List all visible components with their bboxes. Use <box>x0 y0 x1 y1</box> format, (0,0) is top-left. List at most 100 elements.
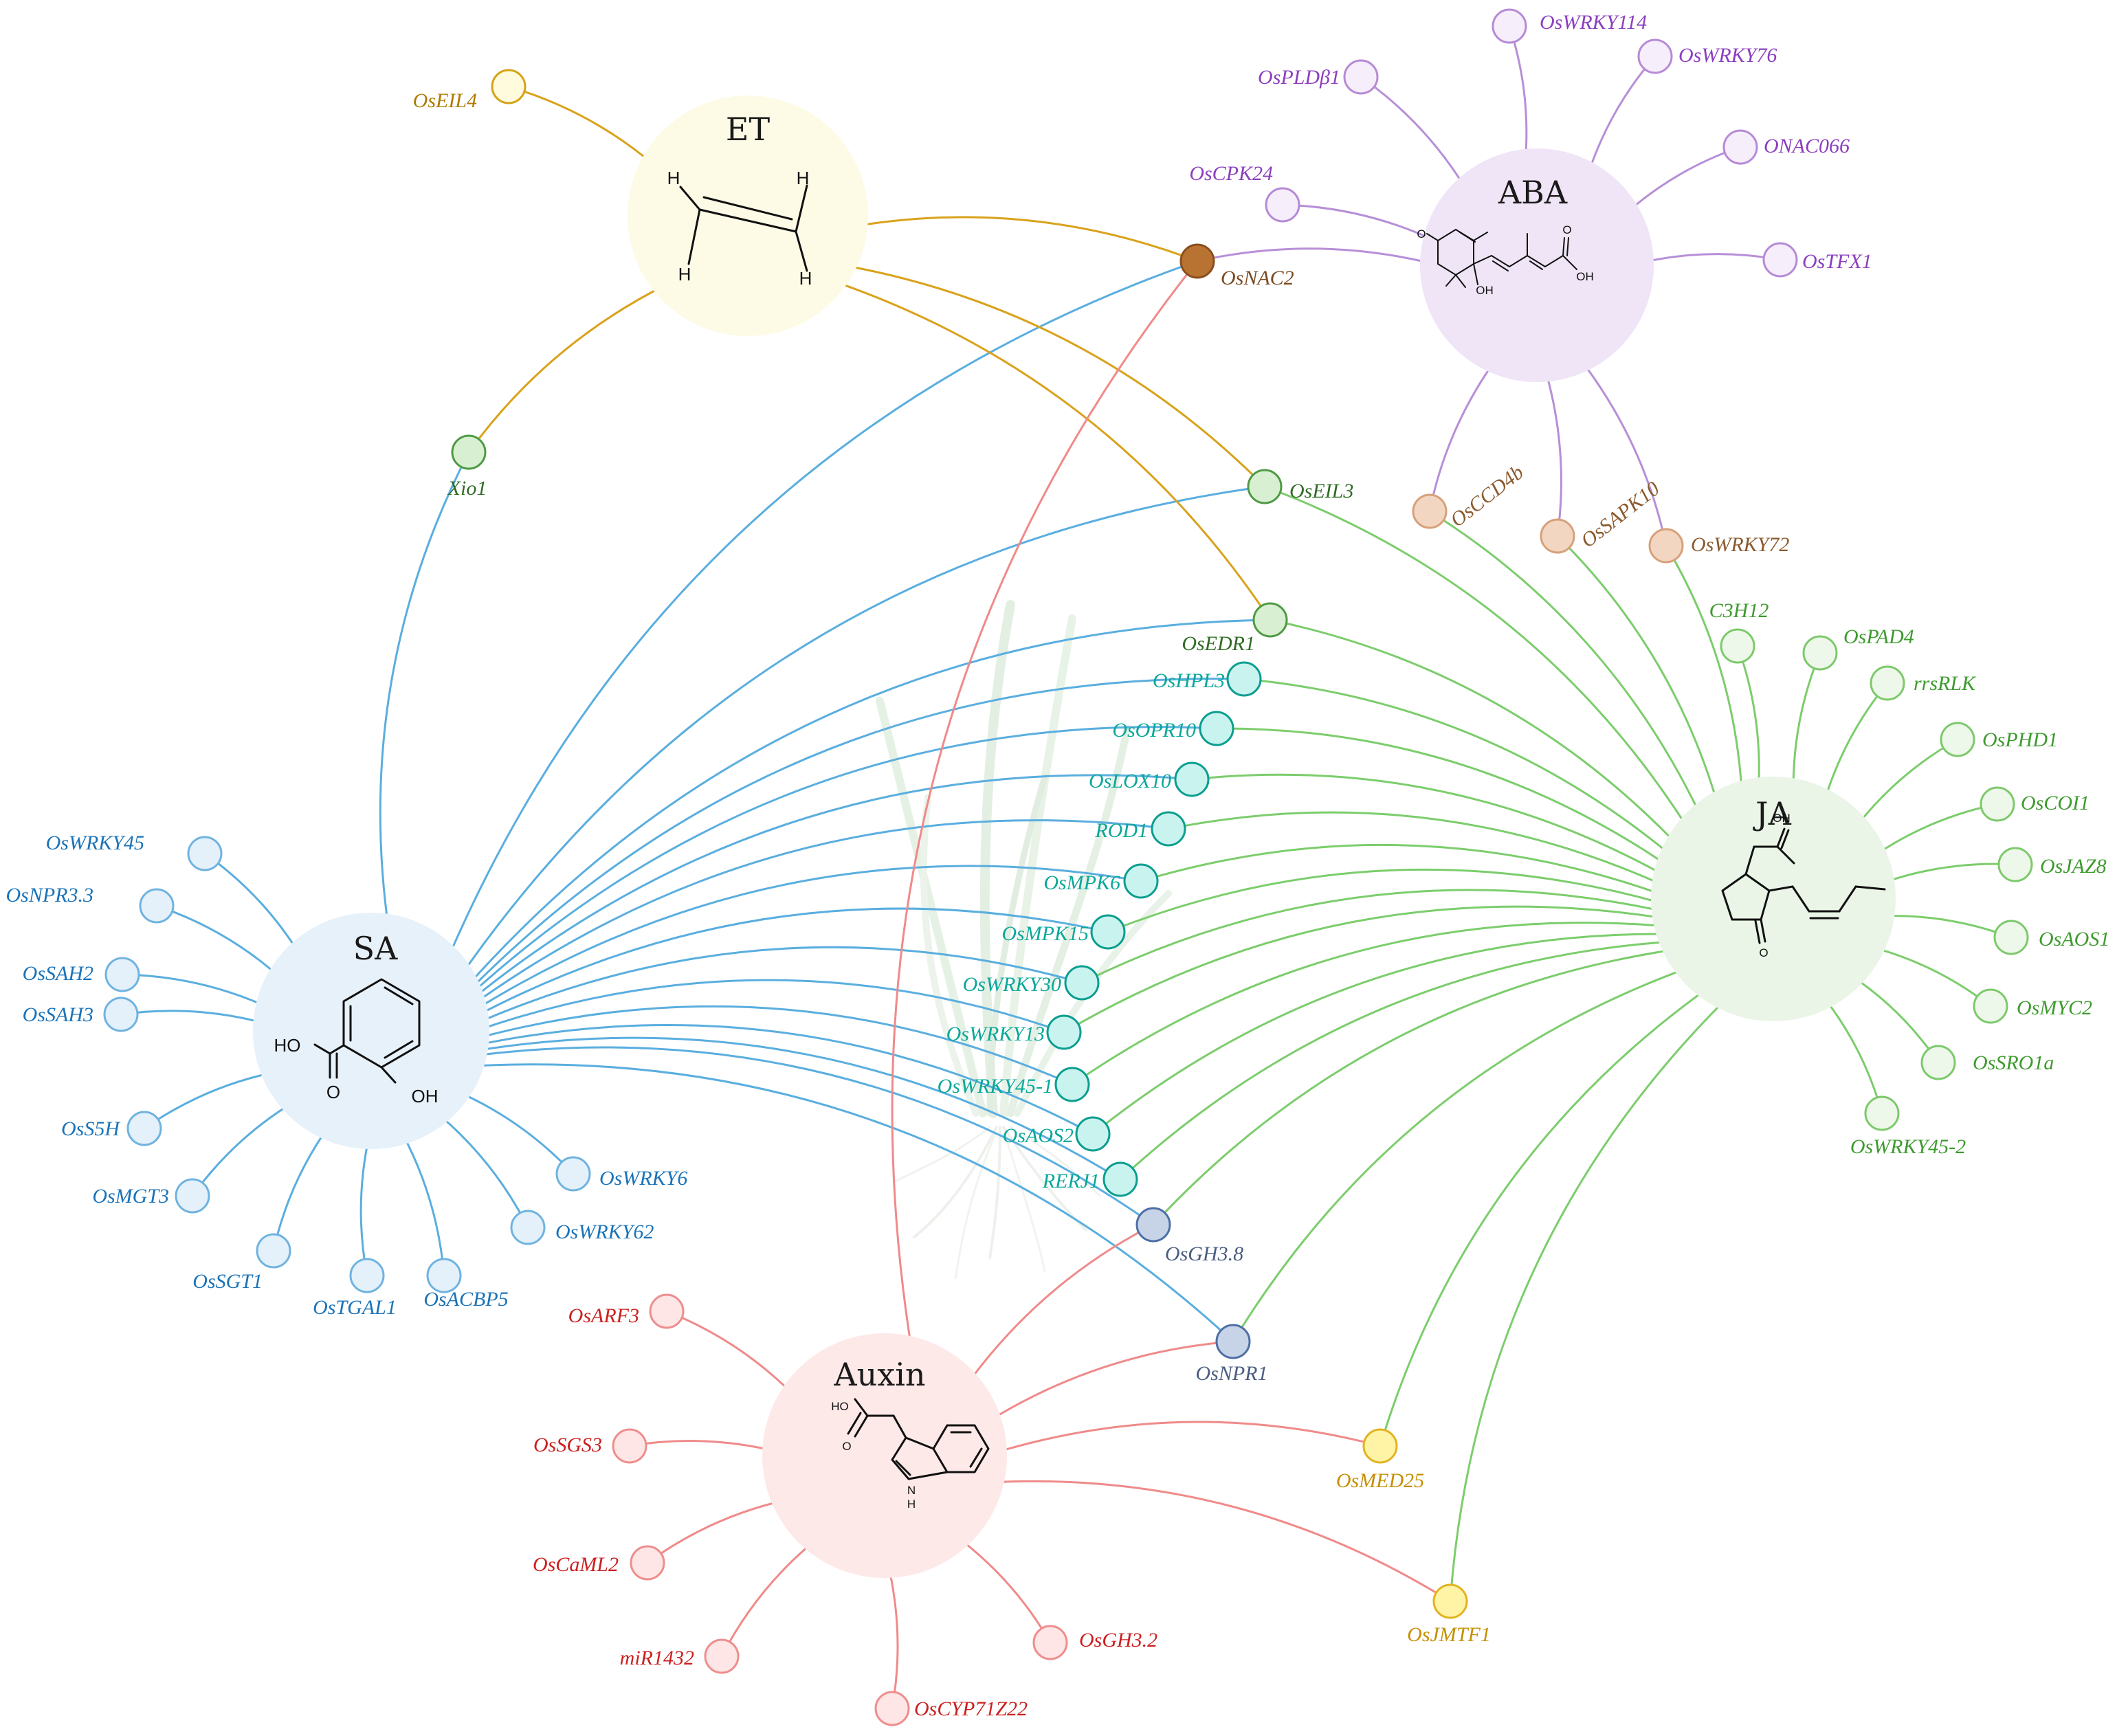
gene-node-osedr1[interactable]: OsEDR1 <box>1182 602 1288 655</box>
gene-node-circle[interactable] <box>1046 1014 1082 1050</box>
gene-node-osmpk6[interactable]: OsMPK6 <box>1043 863 1159 899</box>
gene-node-circle[interactable] <box>1362 1428 1398 1464</box>
gene-node-circle[interactable] <box>451 434 487 470</box>
gene-node-osmyc2[interactable]: OsMYC2 <box>1973 988 2092 1024</box>
gene-node-circle[interactable] <box>1174 761 1210 797</box>
gene-node-circle[interactable] <box>1802 635 1838 671</box>
gene-node-circle[interactable] <box>1648 528 1684 564</box>
gene-node-oswrky76[interactable]: OsWRKY76 <box>1637 38 1777 74</box>
gene-node-circle[interactable] <box>1215 1324 1251 1359</box>
gene-node-oslox10[interactable]: OsLOX10 <box>1089 761 1210 797</box>
gene-node-osacbp5[interactable]: OsACBP5 <box>423 1258 509 1311</box>
gene-node-osjaz8[interactable]: OsJAZ8 <box>1997 847 2107 882</box>
gene-node-circle[interactable] <box>1997 847 2033 882</box>
gene-node-osopr10[interactable]: OsOPR10 <box>1112 711 1234 746</box>
gene-node-circle[interactable] <box>139 888 175 924</box>
gene-node-circle[interactable] <box>1064 965 1100 1001</box>
gene-node-circle[interactable] <box>1973 988 2008 1024</box>
gene-node-circle[interactable] <box>1135 1207 1171 1243</box>
gene-node-circle[interactable] <box>630 1545 665 1581</box>
gene-node-xio1[interactable]: Xio1 <box>447 434 487 500</box>
gene-node-circle[interactable] <box>1870 665 1905 701</box>
gene-node-circle[interactable] <box>1637 38 1673 74</box>
gene-node-ostgal1[interactable]: OsTGAL1 <box>313 1258 397 1319</box>
gene-node-circle[interactable] <box>1492 8 1527 44</box>
gene-node-oswrky72[interactable]: OsWRKY72 <box>1648 528 1789 564</box>
gene-node-osaos2[interactable]: OsAOS2 <box>1003 1116 1111 1152</box>
gene-node-onac066[interactable]: ONAC066 <box>1722 129 1850 165</box>
gene-node-circle[interactable] <box>1993 920 2029 955</box>
gene-node-oswrky114[interactable]: OsWRKY114 <box>1492 8 1647 44</box>
gene-node-oscoi1[interactable]: OsCOI1 <box>1980 786 2090 822</box>
gene-node-ospad4[interactable]: OsPAD4 <box>1802 625 1914 671</box>
gene-node-osphd1[interactable]: OsPHD1 <box>1940 722 2058 757</box>
gene-node-osnac2[interactable]: OsNAC2 <box>1179 243 1294 289</box>
gene-node-ossro1a[interactable]: OsSRO1a <box>1920 1045 2054 1080</box>
gene-node-circle[interactable] <box>349 1258 385 1293</box>
gene-node-ostfx1[interactable]: OsTFX1 <box>1762 242 1872 278</box>
gene-node-osccd4b[interactable]: OsCCD4b <box>1412 461 1528 532</box>
gene-node-oscpk24[interactable]: OsCPK24 <box>1189 162 1300 223</box>
gene-node-circle[interactable] <box>1199 711 1234 746</box>
gene-node-circle[interactable] <box>704 1638 740 1674</box>
gene-node-oswrky45[interactable]: OsWRKY45 <box>46 832 223 871</box>
gene-node-oswrky6[interactable]: OsWRKY6 <box>555 1156 687 1192</box>
gene-node-circle[interactable] <box>1540 518 1575 554</box>
gene-node-circle[interactable] <box>555 1156 591 1192</box>
gene-node-oshpl3[interactable]: OsHPL3 <box>1153 661 1262 697</box>
gene-node-circle[interactable] <box>1090 914 1126 950</box>
gene-node-osmpk15[interactable]: OsMPK15 <box>1001 914 1126 950</box>
gene-node-circle[interactable] <box>1123 863 1159 899</box>
gene-node-circle[interactable] <box>1432 1583 1468 1619</box>
gene-node-oswrky62[interactable]: OsWRKY62 <box>510 1210 654 1245</box>
gene-node-oss5h[interactable]: OsS5H <box>61 1111 162 1146</box>
gene-node-circle[interactable] <box>103 997 139 1032</box>
gene-node-circle[interactable] <box>1032 1625 1068 1660</box>
gene-node-osarf3[interactable]: OsARF3 <box>568 1293 685 1329</box>
gene-node-circle[interactable] <box>1940 722 1975 757</box>
gene-node-circle[interactable] <box>874 1691 910 1726</box>
gene-node-circle[interactable] <box>1179 243 1215 279</box>
gene-node-ossah3[interactable]: OsSAH3 <box>23 997 139 1032</box>
gene-node-circle[interactable] <box>187 836 223 871</box>
gene-node-circle[interactable] <box>1980 786 2015 822</box>
gene-node-circle[interactable] <box>426 1258 462 1293</box>
gene-node-circle[interactable] <box>1722 129 1758 165</box>
gene-node-oswrky45-2[interactable]: OsWRKY45-2 <box>1850 1095 1966 1158</box>
gene-node-rod1[interactable]: ROD1 <box>1094 811 1186 847</box>
gene-node-circle[interactable] <box>126 1111 162 1146</box>
gene-node-circle[interactable] <box>1920 1045 1956 1080</box>
gene-node-oscaml2[interactable]: OsCaML2 <box>533 1545 665 1581</box>
gene-node-oscyp71z22[interactable]: OsCYP71Z22 <box>874 1691 1028 1726</box>
gene-node-ossgs3[interactable]: OsSGS3 <box>533 1428 647 1464</box>
gene-node-circle[interactable] <box>649 1293 685 1329</box>
gene-node-ospldb1[interactable]: OsPLDβ1 <box>1258 59 1379 95</box>
gene-node-oseil3[interactable]: OsEIL3 <box>1247 469 1353 504</box>
gene-node-circle[interactable] <box>1151 811 1186 847</box>
gene-node-circle[interactable] <box>1247 469 1283 504</box>
gene-node-oswrky30[interactable]: OsWRKY30 <box>963 965 1100 1001</box>
gene-node-oswrky13[interactable]: OsWRKY13 <box>946 1014 1082 1050</box>
gene-node-circle[interactable] <box>612 1428 647 1464</box>
gene-node-circle[interactable] <box>1226 661 1262 697</box>
gene-node-circle[interactable] <box>1343 59 1379 95</box>
gene-node-oswrky45-1[interactable]: OsWRKY45-1 <box>938 1067 1090 1102</box>
gene-node-oseil4[interactable]: OsEIL4 <box>413 69 527 112</box>
gene-node-ossah2[interactable]: OsSAH2 <box>23 957 140 992</box>
gene-node-osjmtf1[interactable]: OsJMTF1 <box>1407 1583 1491 1646</box>
gene-node-osaos1[interactable]: OsAOS1 <box>1993 920 2109 955</box>
gene-node-c3h12[interactable]: C3H12 <box>1709 599 1769 664</box>
gene-node-ossgt1[interactable]: OsSGT1 <box>192 1233 291 1293</box>
gene-node-osmgt3[interactable]: OsMGT3 <box>92 1178 210 1214</box>
gene-node-circle[interactable] <box>1720 628 1755 664</box>
gene-node-osnpr1[interactable]: OsNPR1 <box>1196 1324 1268 1385</box>
gene-node-rrsrlk[interactable]: rrsRLK <box>1870 665 1977 701</box>
gene-node-circle[interactable] <box>1054 1067 1090 1102</box>
gene-node-circle[interactable] <box>1102 1161 1138 1197</box>
gene-node-circle[interactable] <box>175 1178 210 1214</box>
gene-node-circle[interactable] <box>1075 1116 1111 1152</box>
gene-node-osnpr3.3[interactable]: OsNPR3.3 <box>6 884 175 924</box>
gene-node-circle[interactable] <box>1412 493 1448 529</box>
gene-node-osgh3.8[interactable]: OsGH3.8 <box>1135 1207 1243 1265</box>
gene-node-mir1432[interactable]: miR1432 <box>620 1638 740 1674</box>
